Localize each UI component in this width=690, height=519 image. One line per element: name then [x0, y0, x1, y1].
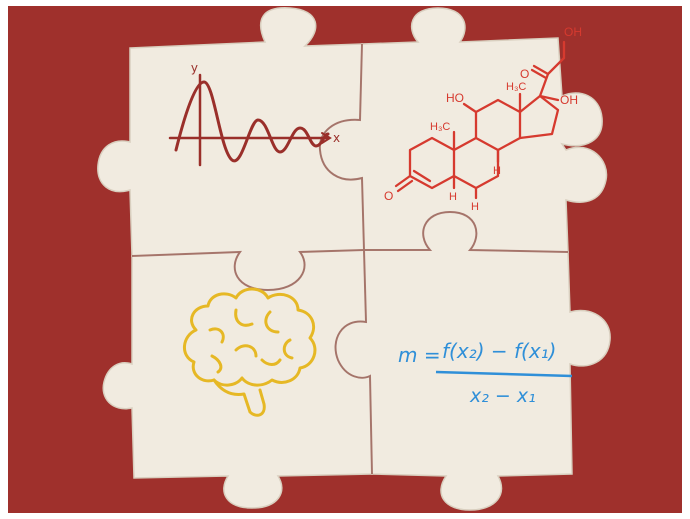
chem-label-h-left: H — [449, 191, 457, 203]
steroid-molecule — [394, 40, 566, 200]
slope-formula: m = f(x₂) − f(x₁) x₂ − x₁ — [398, 339, 573, 407]
formula-denominator: x₂ − x₁ — [469, 385, 536, 407]
chem-label-methyl-upper: H₃C — [506, 81, 526, 93]
formula-lhs: m = — [398, 343, 441, 367]
chem-label-methyl-lower: H₃C — [430, 121, 450, 133]
graph-axis-x-label: x — [333, 131, 340, 145]
chem-label-oh-top: OH — [564, 25, 582, 39]
chem-label-h-mid: H — [493, 165, 501, 177]
chem-label-oxo-left: O — [384, 189, 393, 203]
formula-numerator: f(x₂) − f(x₁) — [442, 339, 556, 363]
damped-wave-graph — [168, 73, 332, 167]
chem-label-oh-right: OH — [560, 93, 578, 107]
chem-label-h-right: H — [471, 201, 479, 213]
chem-label-ho: HO — [446, 91, 464, 105]
puzzle-seams — [131, 43, 569, 475]
graph-axis-y-label: y — [191, 61, 198, 75]
chem-label-oxo-top: O — [520, 67, 529, 81]
brain-icon — [183, 287, 317, 417]
formula-fraction-bar — [435, 370, 573, 378]
puzzle-piece-bottom-left — [102, 249, 373, 509]
